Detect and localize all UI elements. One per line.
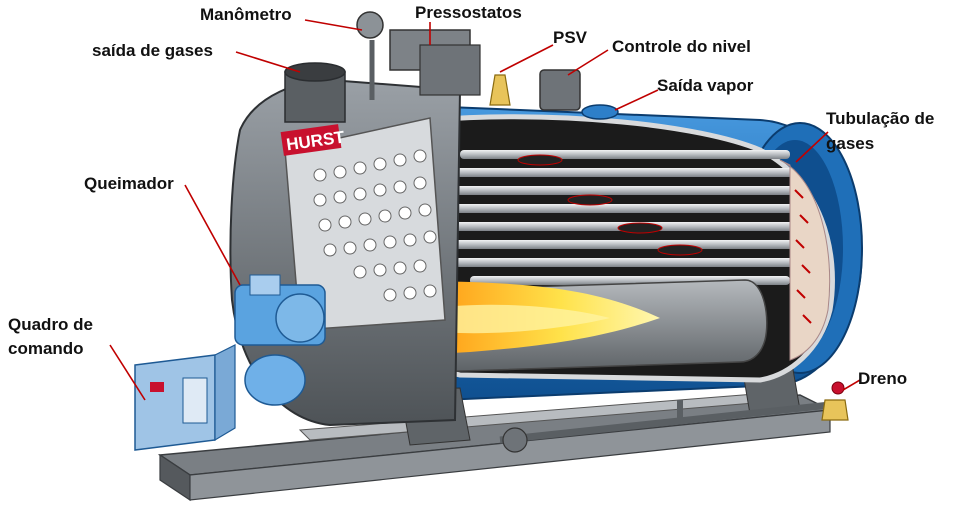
- label-dreno: Dreno: [858, 369, 907, 388]
- psv-valve: [489, 74, 511, 106]
- manufacturer-nameplate: [280, 124, 342, 156]
- label-queimador: Queimador: [84, 174, 174, 193]
- label-saida-vapor: Saída vapor: [657, 76, 754, 95]
- manometer-gauge: [356, 11, 384, 39]
- burner-assembly: [234, 274, 326, 406]
- level-control: [539, 69, 581, 111]
- base-frame: [157, 391, 833, 502]
- drain-piping: [499, 381, 849, 453]
- label-pressostatos: Pressostatos: [415, 3, 522, 22]
- fire-tubes: [450, 150, 798, 285]
- label-saida-gases: saída de gases: [92, 41, 213, 60]
- label-quadro-comando-line1: Quadro de: [8, 315, 93, 334]
- tube-sheet-holes: [313, 149, 437, 302]
- top-instruments: [356, 11, 619, 120]
- control-panel: [134, 344, 236, 451]
- label-psv: PSV: [553, 28, 588, 47]
- drain-valve: [821, 399, 849, 421]
- label-quadro-comando-line2: comando: [8, 339, 84, 358]
- drain-valve-handwheel: [831, 381, 845, 395]
- label-tubulacao-gases-line1: Tubulação de: [826, 109, 934, 128]
- steam-outlet: [581, 104, 619, 120]
- cutaway-interior: [330, 114, 835, 383]
- label-manometro: Manômetro: [200, 5, 292, 24]
- gas-outlet-stack: [284, 62, 346, 123]
- label-controle-nivel: Controle do nivel: [612, 37, 751, 56]
- label-tubulacao-gases-line2: gases: [826, 134, 874, 153]
- leader-lines: [109, 19, 861, 401]
